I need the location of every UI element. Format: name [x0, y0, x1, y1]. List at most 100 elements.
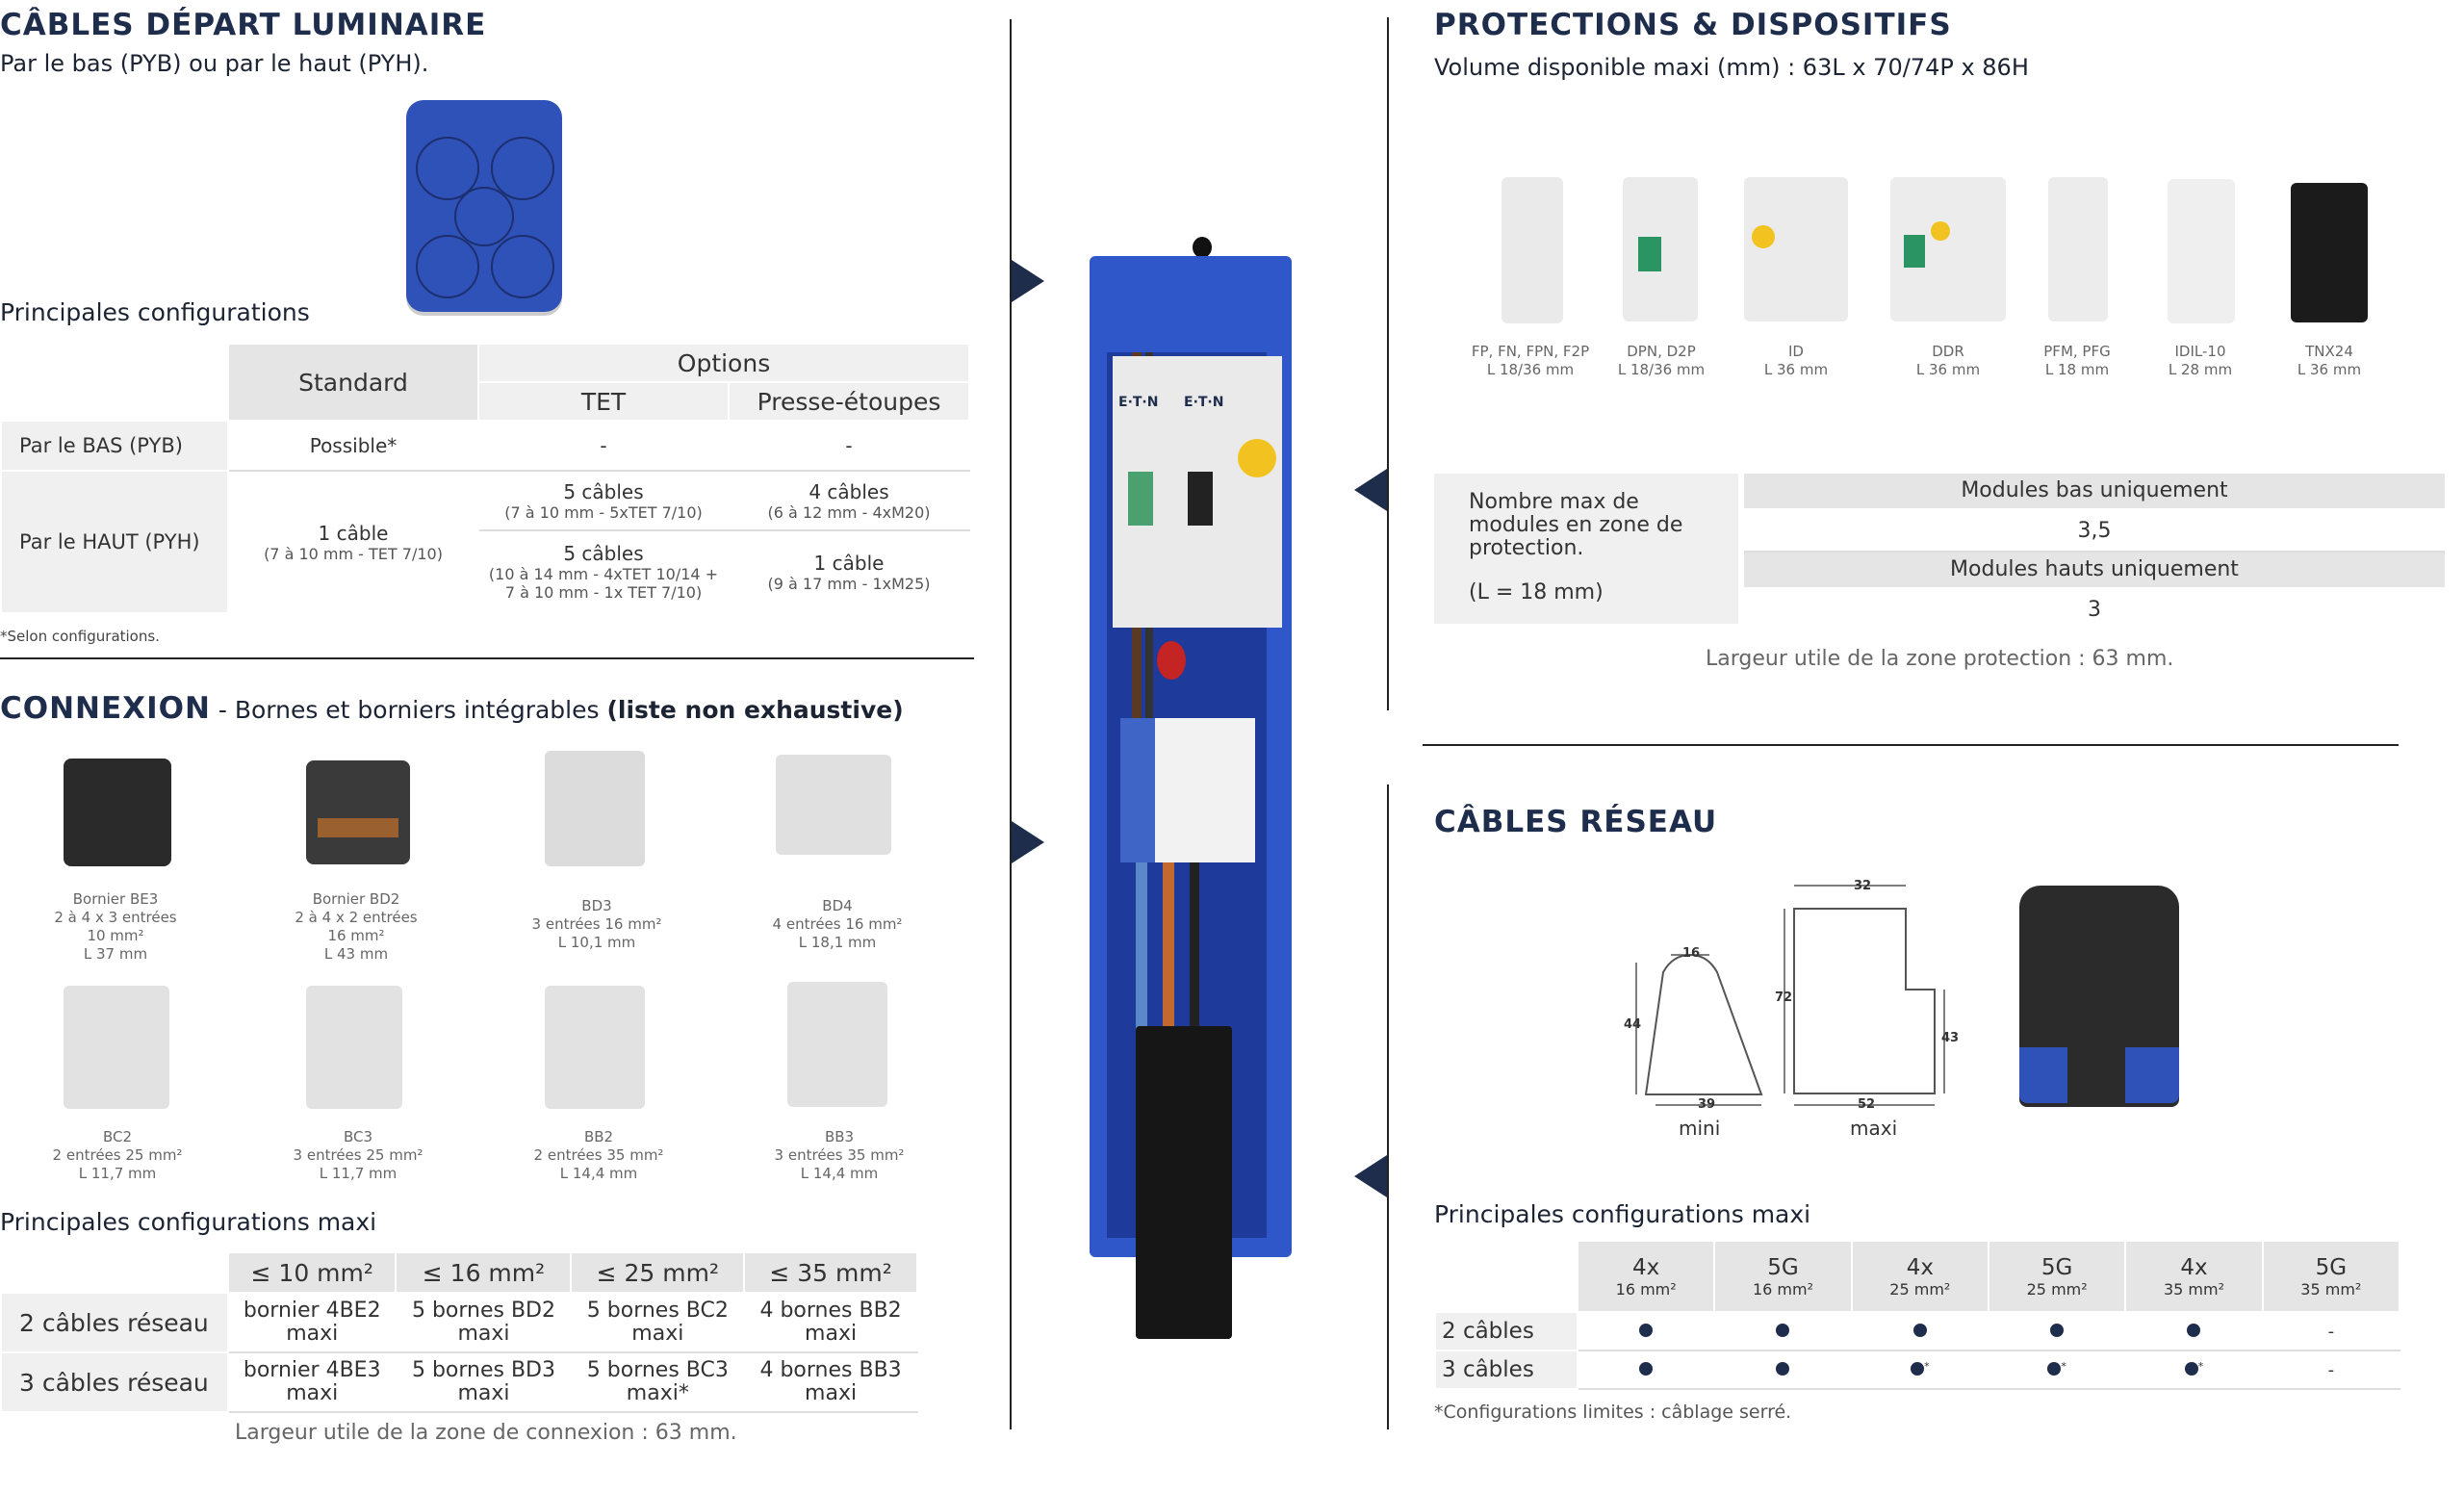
product-spec: 3 entrées 16 mm²: [531, 915, 662, 933]
product-bb3: BB3 3 entrées 35 mm² L 14,4 mm: [743, 1128, 936, 1183]
cell: *: [1850, 1350, 1989, 1390]
device-dim: L 18/36 mm: [1617, 361, 1706, 378]
cell: [1576, 1350, 1716, 1390]
header-main: 4x: [2180, 1254, 2208, 1280]
device-dpn-image: [1623, 177, 1698, 322]
device-name: DDR: [1932, 343, 1964, 360]
presse-header: Presse-étoupes: [728, 381, 970, 422]
header-main: 5G: [1767, 1254, 1799, 1280]
cell-sub: maxi: [286, 1381, 339, 1405]
haut-tet1-main: 5 câbles: [563, 479, 644, 503]
product-dim: L 14,4 mm: [559, 1165, 638, 1182]
connexion-configs-label: Principales configurations maxi: [0, 1208, 377, 1236]
bc2-image: [64, 986, 169, 1109]
available-dot: [2187, 1323, 2201, 1337]
cell-main: 4 bornes BB2: [759, 1299, 902, 1323]
product-bc2: BC2 2 entrées 25 mm² L 11,7 mm: [21, 1128, 214, 1183]
cell-sub: maxi: [805, 1381, 858, 1405]
header-sub: 16 mm²: [1615, 1279, 1677, 1299]
green-toggle: [1128, 472, 1153, 526]
bornier-be3-image: [64, 759, 171, 866]
col-35: ≤ 35 mm²: [743, 1251, 918, 1294]
bb3-image: [787, 982, 887, 1107]
header-sub: 25 mm²: [1889, 1279, 1951, 1299]
protections-title: PROTECTIONS & DISPOSITIFS: [1434, 8, 1952, 42]
product-name: BC2: [102, 1128, 133, 1145]
device-ddr-image: [1890, 177, 2006, 322]
device-name: ID: [1788, 343, 1804, 360]
connexion-subtitle-b: (liste non exhaustive): [606, 696, 904, 724]
cell-main: 4 bornes BB3: [759, 1358, 902, 1382]
pointer-arrow-left: [1354, 1155, 1387, 1197]
product-dim: L 37 mm: [83, 945, 148, 963]
mini-profile: 44 39 16: [1624, 946, 1763, 1112]
product-bd3: BD3 3 entrées 16 mm² L 10,1 mm: [500, 897, 693, 952]
eaton-label: E·T·N: [1184, 395, 1224, 410]
product-name: BB3: [824, 1128, 855, 1145]
available-dot: [1776, 1361, 1790, 1376]
modules-hauts-value: 3: [2088, 598, 2101, 622]
haut-tet1-cell: 5 câbles (7 à 10 mm - 5xTET 7/10): [477, 470, 730, 531]
red-indicator: [1157, 641, 1186, 680]
cell: [1987, 1311, 2127, 1351]
row-2-cables: 2 câbles: [1434, 1311, 1578, 1351]
modules-hauts-header: Modules hauts uniquement: [1744, 553, 2445, 587]
bc3-image: [306, 986, 402, 1109]
device-tnx24-image: [2291, 183, 2368, 322]
row-haut-label: Par le HAUT (PYH): [0, 470, 229, 614]
connexion-footer: Largeur utile de la zone de connexion : …: [235, 1421, 737, 1445]
cable-bundle: [1136, 1026, 1232, 1339]
modules-bas-header: Modules bas uniquement: [1744, 474, 2445, 508]
col-16: ≤ 16 mm²: [395, 1251, 573, 1294]
product-bb2: BB2 2 entrées 35 mm² L 14,4 mm: [502, 1128, 695, 1183]
cell: -: [2261, 1311, 2401, 1351]
bornier-bd2-image: [306, 760, 410, 864]
wire: [1190, 862, 1199, 1180]
header-main: 5G: [2040, 1254, 2073, 1280]
product-spec: 3 entrées 35 mm²: [774, 1146, 905, 1164]
product-name: BB2: [583, 1128, 614, 1145]
standard-header: Standard: [227, 343, 479, 422]
product-spec: 10 mm²: [87, 927, 144, 944]
haut-tet2-sub2: 7 à 10 mm - 1x TET 7/10): [504, 583, 703, 602]
maxi-label: maxi: [1850, 1117, 1898, 1140]
breaker-module: E·T·N E·T·N: [1113, 356, 1282, 628]
pointer-arrow-right: [1012, 260, 1044, 302]
section-divider-right: [1423, 744, 2399, 746]
reseau-configs-label: Principales configurations maxi: [1434, 1200, 1811, 1228]
product-dim: L 43 mm: [323, 945, 389, 963]
product-name: Bornier BD2: [312, 890, 400, 908]
header-sub: 16 mm²: [1752, 1279, 1813, 1299]
cell-main: 5 bornes BC3: [586, 1358, 729, 1382]
connexion-table: ≤ 10 mm² ≤ 16 mm² ≤ 25 mm² ≤ 35 mm² 2 câ…: [0, 1251, 918, 1413]
product-dim: L 14,4 mm: [800, 1165, 879, 1182]
connexion-subtitle-a: - Bornes et borniers intégrables: [210, 696, 607, 724]
nb-label-line: modules en zone de: [1469, 513, 1683, 537]
cell-main: bornier 4BE2: [243, 1299, 381, 1323]
row-3-cables: 3 câbles: [1434, 1350, 1578, 1390]
cell-sub: maxi: [457, 1322, 510, 1346]
product-bd2: Bornier BD2 2 à 4 x 2 entrées 16 mm² L 4…: [260, 890, 452, 964]
cell: -: [2261, 1350, 2401, 1390]
header-main: 4x: [1906, 1254, 1934, 1280]
col-25: ≤ 25 mm²: [570, 1251, 746, 1294]
dim-label: 44: [1624, 1017, 1641, 1032]
dim-label: 52: [1858, 1097, 1875, 1112]
cell: *: [2124, 1350, 2264, 1390]
product-dim: L 11,7 mm: [319, 1165, 398, 1182]
bd4-image: [776, 755, 891, 855]
eaton-label: E·T·N: [1118, 395, 1159, 410]
row-bas-label: Par le BAS (PYB): [0, 420, 229, 472]
device-name: DPN, D2P: [1627, 343, 1696, 360]
